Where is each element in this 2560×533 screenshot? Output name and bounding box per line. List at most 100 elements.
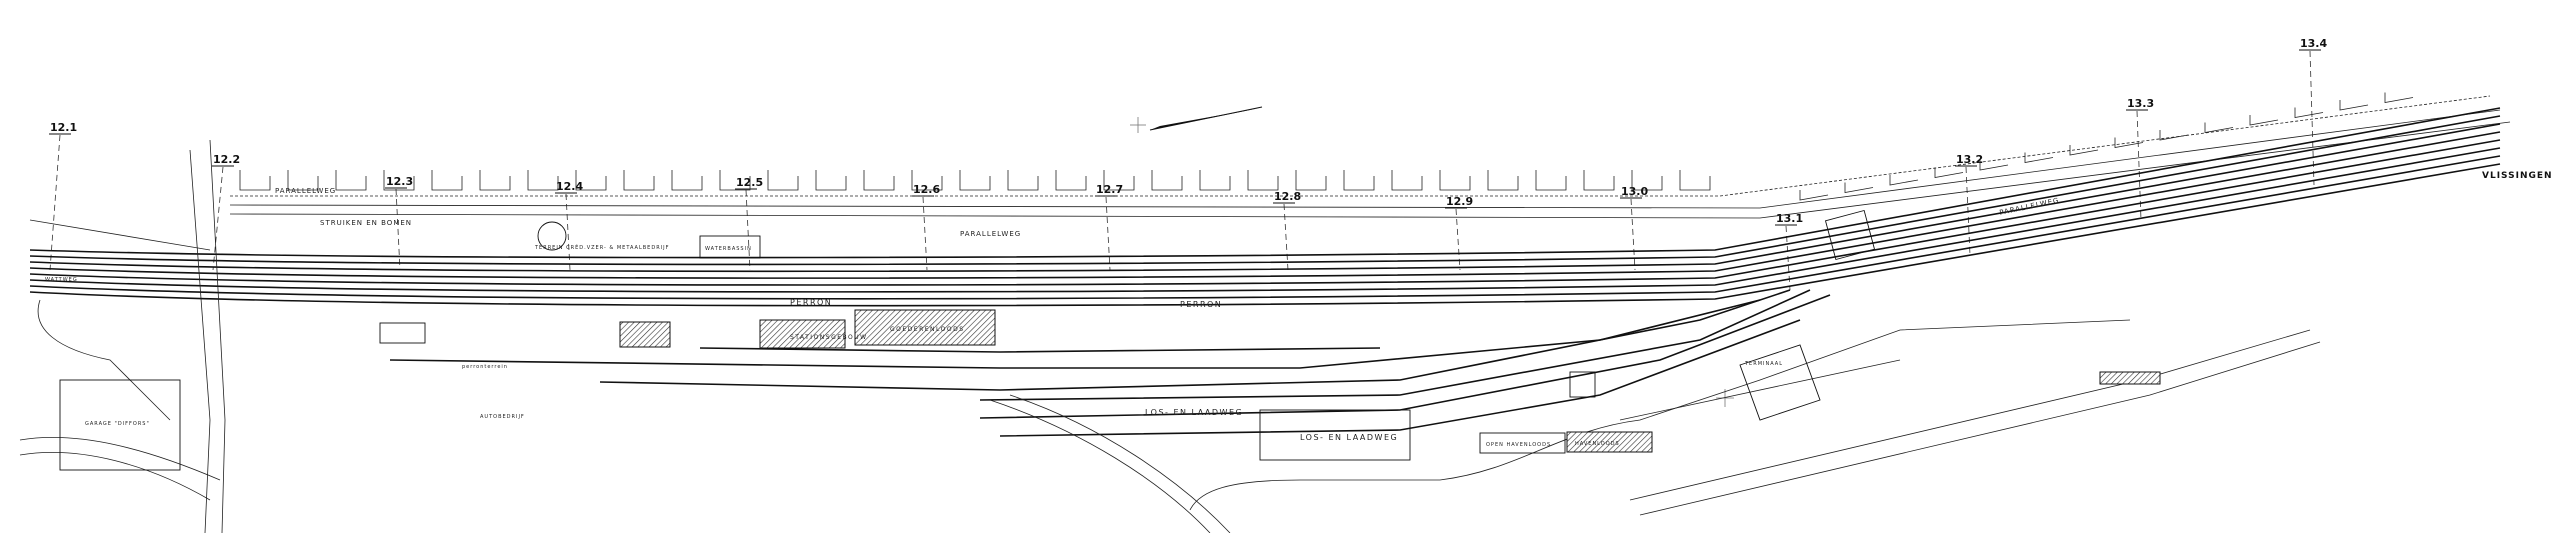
label-parallelweg: PARALLELWEG (275, 187, 336, 195)
turntable-icon (537, 221, 567, 251)
house-plot (1391, 170, 1423, 191)
house-plot (2249, 115, 2279, 126)
km-marker-label: 12.1 (50, 121, 77, 134)
km-marker: 12.3 (385, 175, 413, 271)
label-stationsgebouw: STATIONSGEBOUW (790, 334, 868, 341)
house-plot (1151, 170, 1183, 191)
building (379, 322, 426, 344)
house-plot (1535, 170, 1567, 191)
house-plot (1934, 167, 1964, 178)
houses-row (239, 92, 2414, 201)
yard-tracks (389, 289, 1831, 437)
km-marker-label: 12.2 (213, 153, 240, 166)
house-plot (1979, 160, 2009, 171)
track (29, 115, 2501, 266)
buildings (59, 209, 2161, 471)
km-marker: 12.9 (1445, 195, 1473, 271)
km-marker-label: 12.3 (386, 175, 413, 188)
house-plot (2339, 100, 2369, 111)
havenloods-building (1566, 431, 1653, 453)
track (29, 139, 2501, 286)
km-marker-label: 12.9 (1446, 195, 1473, 208)
km-marker: 13.4 (2299, 37, 2327, 186)
track (29, 147, 2501, 293)
label-perron: PERRON (790, 298, 832, 307)
house-plot (1487, 170, 1519, 191)
house-plot (959, 170, 991, 191)
house-plot (1799, 190, 1829, 201)
label-open-havenloods: OPEN HAVENLOODS (1486, 442, 1551, 448)
km-marker: 12.8 (1273, 190, 1301, 271)
house-plot (815, 170, 847, 191)
label-perron: PERRON (1180, 300, 1222, 309)
building (1569, 371, 1596, 398)
km-marker-label: 13.2 (1956, 153, 1983, 166)
label-wattweg: WATTWEG (45, 277, 78, 283)
track (29, 163, 2501, 307)
left-roads (19, 139, 226, 533)
label-parallelweg: PARALLELWEG (960, 230, 1021, 238)
building (2099, 371, 2161, 385)
labels: PARALLELWEG PARALLELWEG PARALLELWEG STRU… (45, 171, 2553, 448)
terminal-area (1739, 344, 1821, 421)
km-marker-label: 12.5 (736, 176, 763, 189)
label-havenloods: HAVENLOODS (1575, 441, 1620, 447)
house-plot (1439, 170, 1471, 191)
goods-shed (854, 309, 996, 346)
house-plot (2069, 145, 2099, 156)
house-plot (1844, 182, 1874, 193)
km-marker: 12.1 (49, 121, 77, 271)
house-plot (1679, 170, 1711, 191)
label-vlissingen: VLISSINGEN (2482, 171, 2553, 181)
km-marker: 12.7 (1095, 183, 1123, 271)
km-marker-label: 13.4 (2300, 37, 2327, 50)
north-arrow-icon (1149, 106, 1263, 131)
km-marker-label: 13.3 (2127, 97, 2154, 110)
building (619, 321, 671, 348)
house-plot (575, 170, 607, 191)
waterbassin-building (699, 235, 761, 259)
house-plot (671, 170, 703, 191)
km-marker: 12.4 (555, 180, 583, 271)
house-plot (2024, 152, 2054, 163)
house-plot (1247, 170, 1279, 191)
bottom-roads (989, 319, 2321, 533)
km-marker: 13.0 (1620, 185, 1648, 271)
house-plot (719, 170, 751, 191)
house-plot (527, 170, 559, 191)
house-plot (1889, 175, 1919, 186)
house-plot (1007, 170, 1039, 191)
house-plot (1343, 170, 1375, 191)
label-autobedrijf: AUTOBEDRIJF (480, 414, 525, 420)
km-marker-label: 12.7 (1096, 183, 1123, 196)
house-plot (1103, 170, 1135, 191)
km-marker-label: 12.4 (556, 180, 583, 193)
station-building (759, 319, 846, 349)
house-plot (863, 170, 895, 191)
parallelweg-road (229, 95, 2511, 219)
house-plot (431, 170, 463, 191)
house-plot (2204, 122, 2234, 133)
km-marker: 13.3 (2126, 97, 2154, 221)
house-plot (2159, 130, 2189, 141)
label-garage: GARAGE "DIFFORS" (85, 421, 150, 427)
house-plot (2384, 92, 2414, 103)
house-plot (1199, 170, 1231, 191)
house-plot (767, 170, 799, 191)
label-perronterrein: perronterrein (462, 364, 508, 370)
open-havenloods (1479, 432, 1566, 454)
label-los-laadweg: LOS- EN LAADWEG (1300, 433, 1398, 442)
building (1824, 209, 1876, 261)
km-marker-label: 12.6 (913, 183, 940, 196)
km-marker: 12.2 (212, 153, 240, 271)
house-plot (2114, 137, 2144, 148)
km-marker: 12.5 (735, 176, 763, 271)
house-plot (1631, 170, 1663, 191)
garage-building (59, 379, 181, 471)
label-terminal: TERMINAAL (1744, 361, 1783, 367)
house-plot (479, 170, 511, 191)
house-plot (623, 170, 655, 191)
track-bundle (29, 107, 2501, 307)
house-plot (2294, 107, 2324, 118)
